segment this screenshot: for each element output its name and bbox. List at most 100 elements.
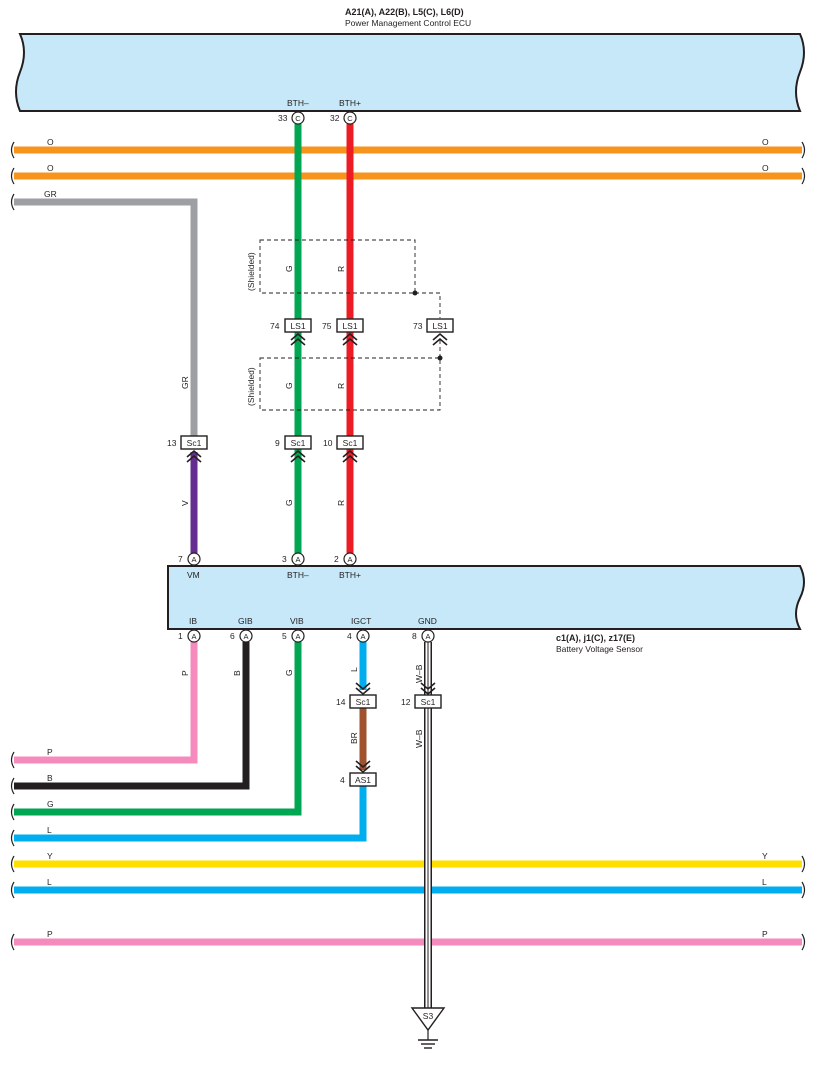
term-label-gnd: GND xyxy=(418,616,437,626)
wire-label-r-mid: R xyxy=(336,383,346,389)
wire-label-o-right-2: O xyxy=(762,163,769,173)
ecu-terminal-33: C 33 xyxy=(278,111,305,125)
wire-label-wb-lower: W–B xyxy=(414,729,424,748)
wire-label-gr: GR xyxy=(44,189,57,199)
ecu-body xyxy=(15,33,805,112)
wire-label-p-right: P xyxy=(762,929,768,939)
ecu-connectors-title: A21(A), A22(B), L5(C), L6(D) xyxy=(345,7,464,17)
pin-33: 33 xyxy=(278,113,288,123)
gr-wire: GR GR xyxy=(10,189,198,438)
svg-text:LS1: LS1 xyxy=(432,321,447,331)
wire-blue-igct: L L BR xyxy=(10,642,367,847)
svg-text:Sc1: Sc1 xyxy=(356,697,371,707)
wire-green-vib: G G xyxy=(10,642,302,821)
wire-label-y-right: Y xyxy=(762,851,768,861)
wire-label-p-left: P xyxy=(47,929,53,939)
svg-text:AS1: AS1 xyxy=(355,775,371,785)
sensor-body xyxy=(167,565,805,630)
svg-text:A: A xyxy=(360,632,365,641)
svg-text:12: 12 xyxy=(401,697,411,707)
svg-text:Sc1: Sc1 xyxy=(291,438,306,448)
svg-text:A: A xyxy=(243,632,248,641)
wire-label-r-lower: R xyxy=(336,500,346,506)
svg-text:C: C xyxy=(295,114,301,123)
ground-point-s3: S3 xyxy=(410,1007,446,1049)
connector-sc1-13: Sc1 13 xyxy=(167,435,208,463)
svg-text:A: A xyxy=(191,555,196,564)
svg-text:Sc1: Sc1 xyxy=(421,697,436,707)
wire-label-l-bottom: L xyxy=(47,825,52,835)
wire-label-wb-upper: W–B xyxy=(414,664,424,683)
shield-1: (Shielded) G R xyxy=(246,239,441,318)
svg-text:Sc1: Sc1 xyxy=(187,438,202,448)
svg-text:6: 6 xyxy=(230,631,235,641)
term-label-igct: IGCT xyxy=(351,616,371,626)
through-wire-orange-1: O O xyxy=(10,137,806,159)
wire-label-o-left-2: O xyxy=(47,163,54,173)
wire-label-g-mid: G xyxy=(284,382,294,389)
wire-label-r-upper: R xyxy=(336,266,346,272)
wire-label-o-right-1: O xyxy=(762,137,769,147)
connector-ls1-74: LS1 74 xyxy=(270,318,312,346)
wire-label-gr-vertical: GR xyxy=(180,376,190,389)
svg-text:LS1: LS1 xyxy=(342,321,357,331)
ecu-term-label-bth-minus: BTH– xyxy=(287,98,309,108)
svg-text:1: 1 xyxy=(178,631,183,641)
sensor-terminal-4: A 4 xyxy=(347,629,370,643)
wire-label-l-left: L xyxy=(47,877,52,887)
wire-label-g-lower: G xyxy=(284,499,294,506)
wire-label-p-vertical: P xyxy=(180,670,190,676)
wire-label-v: V xyxy=(180,500,190,506)
term-label-gib: GIB xyxy=(238,616,253,626)
svg-text:A: A xyxy=(295,632,300,641)
wire-label-l-right: L xyxy=(762,877,767,887)
svg-text:A: A xyxy=(295,555,300,564)
svg-text:74: 74 xyxy=(270,321,280,331)
connector-sc1-14: Sc1 14 xyxy=(336,682,377,709)
sensor-terminal-6: A 6 xyxy=(230,629,253,643)
svg-text:Sc1: Sc1 xyxy=(343,438,358,448)
connector-sc1-12: Sc1 12 xyxy=(401,682,442,709)
term-label-vm: VM xyxy=(187,570,200,580)
svg-text:14: 14 xyxy=(336,697,346,707)
wire-label-l-vertical: L xyxy=(349,667,359,672)
svg-text:2: 2 xyxy=(334,554,339,564)
svg-text:13: 13 xyxy=(167,438,177,448)
wire-black-gib: B B xyxy=(10,642,250,795)
shield-2: (Shielded) G R xyxy=(246,340,443,411)
through-wire-yellow: Y Y xyxy=(10,851,806,873)
svg-text:5: 5 xyxy=(282,631,287,641)
shield-label-2: (Shielded) xyxy=(246,367,256,406)
ecu-name: Power Management Control ECU xyxy=(345,18,471,28)
sensor-terminal-7: A 7 VM xyxy=(178,552,201,580)
svg-text:7: 7 xyxy=(178,554,183,564)
ground-label: S3 xyxy=(423,1011,434,1021)
svg-text:A: A xyxy=(425,632,430,641)
sensor-name: Battery Voltage Sensor xyxy=(556,644,643,654)
wire-label-g-upper: G xyxy=(284,265,294,272)
svg-text:C: C xyxy=(347,114,353,123)
shield-label-1: (Shielded) xyxy=(246,252,256,291)
svg-text:73: 73 xyxy=(413,321,423,331)
wire-label-b-bottom: B xyxy=(47,773,53,783)
term-label-vib: VIB xyxy=(290,616,304,626)
svg-text:A: A xyxy=(191,632,196,641)
wire-pink-ib: P P xyxy=(10,642,198,769)
term-label-ib: IB xyxy=(189,616,197,626)
through-wire-orange-2: O O xyxy=(10,163,806,185)
wire-label-p-bottom: P xyxy=(47,747,53,757)
through-wire-blue: L L xyxy=(10,877,806,899)
connector-ls1-73: LS1 73 xyxy=(413,318,454,346)
sensor-terminal-5: A 5 xyxy=(282,629,305,643)
svg-text:10: 10 xyxy=(323,438,333,448)
svg-text:4: 4 xyxy=(340,775,345,785)
connector-ls1-75: LS1 75 xyxy=(322,318,364,346)
sensor-terminal-3: A 3 BTH– xyxy=(282,552,309,580)
wire-label-br: BR xyxy=(349,732,359,744)
wire-label-o-left-1: O xyxy=(47,137,54,147)
svg-text:75: 75 xyxy=(322,321,332,331)
wire-label-g-bottom: G xyxy=(47,799,54,809)
sensor-connectors-title: c1(A), j1(C), z17(E) xyxy=(556,633,635,643)
ecu-term-label-bth-plus: BTH+ xyxy=(339,98,361,108)
